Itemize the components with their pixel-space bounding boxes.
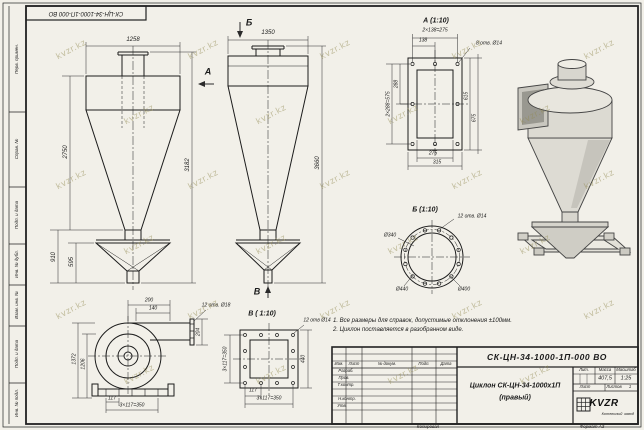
row-utv: Утв. bbox=[337, 402, 347, 408]
dim-side-height: 3660 bbox=[315, 156, 321, 170]
logo-text: KVZR bbox=[589, 398, 619, 409]
dim-seca-top-total: 2×138=275 bbox=[422, 27, 448, 34]
dim-seca-left-total: 2×288=575 bbox=[385, 91, 392, 117]
dim-seca-top-step: 138 bbox=[418, 37, 428, 44]
dim-front-total-height: 3182 bbox=[185, 158, 191, 172]
front-view-geometry bbox=[85, 46, 181, 290]
side-view-geometry bbox=[227, 40, 309, 292]
section-a-title: А (1:10) bbox=[423, 17, 449, 25]
scale-value: 1:25 bbox=[620, 375, 632, 382]
row-nkontr: Н.контр. bbox=[338, 395, 356, 401]
dim-front-bunker: 910 bbox=[51, 251, 57, 263]
title-block-grid bbox=[331, 346, 639, 425]
scroll-holes-note: 12 отв. Ø18 bbox=[201, 302, 231, 309]
dim-seca-bottom-outer: 315 bbox=[432, 159, 442, 166]
dim-seca-right-inner: 615 bbox=[463, 91, 470, 101]
margin-label-podp-data-1: Подп. и дата bbox=[13, 200, 19, 230]
dim-scroll-top-1: 200 bbox=[144, 297, 154, 304]
dim-side-width: 1350 bbox=[261, 30, 275, 36]
dim-scroll-left-outer: 1372 bbox=[71, 353, 78, 365]
dim-scroll-top-2: 140 bbox=[148, 305, 158, 312]
section-v-title: В ( 1:10) bbox=[248, 310, 276, 318]
margin-label-vzam-inv: Взам. инв. № bbox=[13, 291, 19, 319]
scroll-view-dimensions bbox=[72, 300, 208, 413]
mass-label: Масса bbox=[598, 366, 612, 372]
dim-secb-outer: Ø440 bbox=[395, 286, 409, 293]
dim-scroll-right: 204 bbox=[195, 327, 202, 337]
margin-label-inv-podl: Инв. № подл. bbox=[13, 389, 19, 417]
note-line-2: 2. Циклон поставляется в разобранном вид… bbox=[333, 327, 464, 333]
secb-holes-note: 12 отв. Ø14 bbox=[457, 213, 487, 220]
note-line-1: 1. Все размеры для справок, допустимые о… bbox=[333, 318, 512, 324]
section-b-dimensions bbox=[397, 218, 461, 287]
dim-secv-bottom-total: 3×117=350 bbox=[256, 395, 282, 402]
cut-arrow-a-label: А bbox=[204, 66, 212, 77]
dim-front-body-height: 2750 bbox=[63, 145, 69, 159]
sheets-label: Листов bbox=[606, 383, 622, 389]
section-b-geometry bbox=[394, 220, 470, 294]
col-list: Лист bbox=[348, 360, 360, 366]
iso-view-geometry bbox=[517, 59, 632, 259]
dim-secv-left: 3×117=350 bbox=[222, 346, 229, 372]
dim-scroll-left-inner: 1206 bbox=[80, 358, 87, 370]
product-variant: (правый) bbox=[499, 394, 531, 402]
margin-label-podp-data-2: Подп. и дата bbox=[13, 339, 19, 369]
product-name: Циклон СК-ЦН-34-1000х1П bbox=[469, 382, 561, 390]
lit-label: Лит. bbox=[579, 366, 589, 372]
org-line-2: завод bbox=[624, 412, 634, 417]
row-razrab: Разраб. bbox=[338, 367, 354, 373]
dim-secv-right: 440 bbox=[300, 354, 307, 364]
title-block-doc-number: СК-ЦН-34-1000-1П-000 ВО bbox=[487, 351, 607, 362]
front-view-dimensions bbox=[50, 42, 214, 284]
col-izm: Изм. bbox=[334, 360, 344, 366]
dim-secb-inner: Ø340 bbox=[383, 232, 397, 239]
col-podp: Подп. bbox=[418, 360, 430, 366]
dim-scroll-bottom-step: 117 bbox=[108, 395, 116, 402]
row-prov: Пров. bbox=[338, 374, 350, 380]
row-tkontr: Т.контр. bbox=[337, 381, 355, 387]
cut-arrow-v-label: В bbox=[253, 286, 261, 297]
dim-front-width: 1258 bbox=[126, 37, 140, 43]
margin-label-inv-dubl: Инв. № дубл. bbox=[13, 250, 19, 278]
doc-number-top: СК-ЦН-34-1000-1П-000 ВО bbox=[48, 10, 124, 16]
dim-front-outlet: 595 bbox=[69, 256, 75, 268]
format-label: Формат А3 bbox=[579, 423, 605, 429]
dim-seca-right-outer: 675 bbox=[471, 113, 478, 123]
sheet-label: Лист bbox=[579, 383, 591, 389]
side-view-dimensions bbox=[227, 22, 326, 298]
section-a-dimensions bbox=[386, 34, 482, 170]
margin-label-perv-primen: Перв. примен. bbox=[13, 44, 19, 74]
logo-grid-icon bbox=[576, 397, 591, 412]
dim-secb-bolt-circle: Ø400 bbox=[457, 286, 471, 293]
margin-label-sprav-no: Справ. № bbox=[13, 138, 19, 160]
org-line-1: Котельный bbox=[601, 412, 623, 417]
col-doc: № докум. bbox=[377, 360, 397, 366]
mass-value: 407,5 bbox=[598, 375, 612, 382]
section-v-geometry bbox=[233, 323, 305, 395]
scroll-view-geometry bbox=[88, 316, 195, 397]
dim-secv-bottom-step: 117 bbox=[249, 387, 257, 394]
dim-seca-bottom-inner: 275 bbox=[428, 150, 438, 157]
section-v-dimensions bbox=[224, 324, 312, 408]
cut-arrow-b-label: Б bbox=[245, 17, 253, 28]
copy-label: Копировал bbox=[416, 423, 440, 429]
secv-holes-note: 12 отв Ø14 bbox=[303, 317, 331, 324]
col-data: Дата bbox=[440, 360, 452, 366]
sheets-value: 1 bbox=[628, 383, 632, 389]
scale-label: Масштаб bbox=[616, 366, 636, 372]
dim-seca-left-step: 288 bbox=[393, 79, 400, 89]
seca-holes-note: 8 отв. Ø14 bbox=[476, 40, 502, 47]
section-b-title: Б (1:10) bbox=[412, 206, 438, 214]
dim-scroll-bottom-total: 3×117=350 bbox=[119, 402, 145, 409]
